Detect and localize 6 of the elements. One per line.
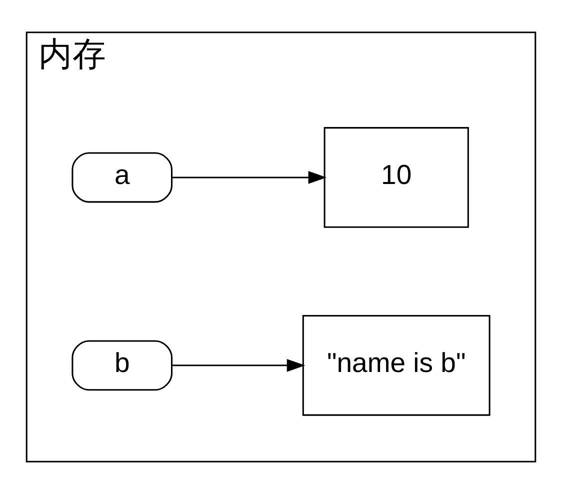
- node-box: a: [72, 152, 173, 203]
- arrow: [172, 358, 306, 372]
- node-box: b: [72, 340, 173, 391]
- arrow: [172, 171, 327, 184]
- node-box: 10: [324, 127, 469, 228]
- node-box: "name is b": [302, 315, 490, 416]
